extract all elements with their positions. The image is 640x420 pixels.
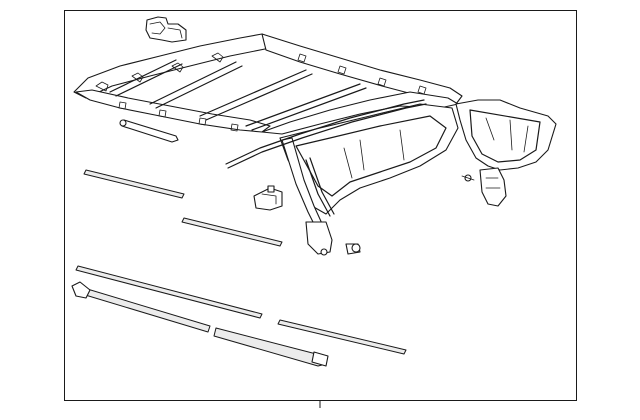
latch-block: [253, 185, 283, 211]
weatherstrip-4: [277, 319, 407, 355]
front-latch-bracket: [145, 16, 187, 43]
bolt: [345, 243, 361, 255]
weatherstrip-5: [213, 327, 327, 367]
side-linkage-panel: [225, 99, 459, 256]
weatherstrip-1: [83, 169, 185, 199]
strip-end-cap: [71, 281, 91, 299]
gas-strut: [119, 119, 179, 143]
weatherstrip-6: [81, 287, 211, 333]
weatherstrip-strips: [71, 169, 407, 367]
weatherstrip-2: [181, 217, 283, 247]
rear-quarter-frame: [455, 99, 557, 207]
weatherstrip-3: [75, 265, 263, 319]
